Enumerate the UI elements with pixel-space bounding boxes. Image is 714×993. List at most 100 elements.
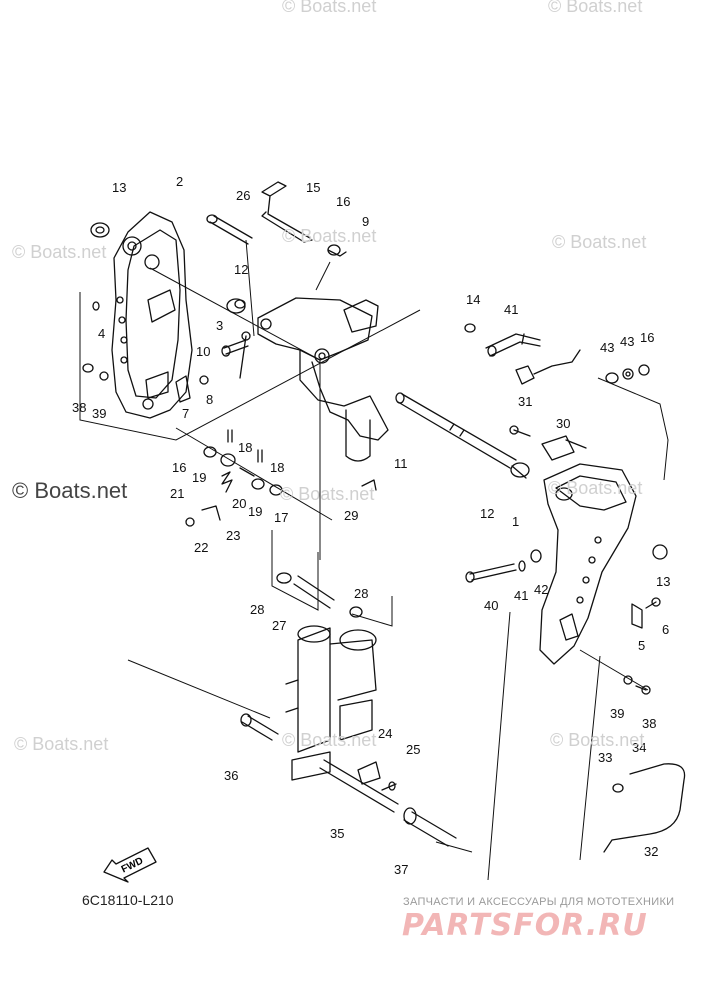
callout-22: 22 bbox=[194, 540, 208, 555]
callout-39: 39 bbox=[92, 406, 106, 421]
callout-12: 12 bbox=[234, 262, 248, 277]
callout-1: 1 bbox=[512, 514, 519, 529]
part-3 bbox=[239, 331, 251, 379]
callout-7: 7 bbox=[182, 406, 189, 421]
watermark: © Boats.net bbox=[280, 484, 375, 504]
left-clamp-bracket bbox=[111, 211, 193, 419]
washer-41 bbox=[605, 372, 619, 384]
watermark: © Boats.net bbox=[14, 734, 109, 754]
callout-43: 43 bbox=[620, 334, 634, 349]
callout-14: 14 bbox=[466, 292, 480, 307]
callout-24: 24 bbox=[378, 726, 392, 741]
callout-16: 16 bbox=[172, 460, 186, 475]
spring-21 bbox=[221, 471, 233, 493]
pin-18b bbox=[257, 449, 263, 463]
watermark: © Boats.net bbox=[548, 0, 643, 16]
callout-18: 18 bbox=[238, 440, 252, 455]
callout-37: 37 bbox=[394, 862, 408, 877]
bushing-12 bbox=[226, 298, 246, 314]
nut-43b bbox=[638, 364, 650, 376]
bolt-16-right bbox=[464, 323, 476, 333]
callout-16: 16 bbox=[640, 330, 654, 345]
callout-42: 42 bbox=[534, 582, 548, 597]
shop-tagline: ЗАПЧАСТИ И АКСЕССУАРЫ ДЛЯ МОТОТЕХНИКИ bbox=[403, 896, 675, 908]
tilt-trim-unit bbox=[285, 625, 377, 781]
swivel-bracket-9 bbox=[257, 297, 389, 462]
bolt-25 bbox=[381, 781, 397, 791]
tilt-tube-11 bbox=[395, 392, 517, 469]
callout-21: 21 bbox=[170, 486, 184, 501]
brand-logo: PARTSFOR.RU bbox=[402, 908, 648, 943]
lever-20 bbox=[239, 467, 255, 477]
bolt-6 bbox=[645, 597, 661, 609]
callout-17: 17 bbox=[274, 510, 288, 525]
callout-3: 3 bbox=[216, 318, 223, 333]
bracket-30 bbox=[541, 435, 587, 461]
bolt-38-right bbox=[635, 685, 651, 695]
callout-12: 12 bbox=[480, 506, 494, 521]
trim-sensor bbox=[515, 349, 581, 385]
washer-38-left bbox=[82, 363, 94, 373]
washer-39-left bbox=[99, 371, 109, 381]
watermark: © Boats.net bbox=[12, 242, 107, 262]
callout-19: 19 bbox=[192, 470, 206, 485]
nut-13-right bbox=[652, 544, 668, 560]
callout-13: 13 bbox=[656, 574, 670, 589]
bushing-16 bbox=[327, 244, 347, 257]
callout-29: 29 bbox=[344, 508, 358, 523]
bolt-4 bbox=[92, 301, 100, 311]
hose-34 bbox=[603, 763, 686, 853]
sleeve-36 bbox=[240, 713, 279, 741]
callout-9: 9 bbox=[362, 214, 369, 229]
callout-32: 32 bbox=[644, 844, 658, 859]
bolt-22 bbox=[185, 517, 195, 527]
callout-43: 43 bbox=[600, 340, 614, 355]
nut-13-left bbox=[90, 222, 110, 238]
callout-13: 13 bbox=[112, 180, 126, 195]
clamp-33 bbox=[612, 783, 624, 793]
watermark: © Boats.net bbox=[282, 730, 377, 750]
callout-5: 5 bbox=[638, 638, 645, 653]
bracket-23 bbox=[201, 505, 221, 521]
bushing-12-right bbox=[510, 462, 530, 479]
bolt-31 bbox=[509, 425, 531, 437]
diagram-code: 6C18110-L210 bbox=[82, 892, 174, 908]
bushing-19b bbox=[251, 478, 265, 490]
bushing-28b bbox=[349, 606, 363, 618]
watermark: © Boats.net bbox=[552, 232, 647, 252]
callout-40: 40 bbox=[484, 598, 498, 613]
arm-14 bbox=[485, 333, 541, 357]
callout-28: 28 bbox=[354, 586, 368, 601]
right-clamp-bracket bbox=[539, 463, 637, 665]
washer-41-right bbox=[518, 560, 526, 572]
callout-35: 35 bbox=[330, 826, 344, 841]
callout-26: 26 bbox=[236, 188, 250, 203]
rod-15 bbox=[261, 181, 313, 243]
clip-29 bbox=[361, 479, 377, 491]
callout-33: 33 bbox=[598, 750, 612, 765]
clip-5 bbox=[631, 603, 643, 629]
callout-34: 34 bbox=[632, 740, 646, 755]
callout-19: 19 bbox=[248, 504, 262, 519]
pin-18a bbox=[227, 429, 233, 443]
washer-42 bbox=[530, 549, 542, 563]
leader-lines bbox=[79, 239, 669, 881]
callout-16: 16 bbox=[336, 194, 350, 209]
callout-30: 30 bbox=[556, 416, 570, 431]
washer-43a bbox=[622, 368, 634, 380]
watermark: © Boats.net bbox=[282, 0, 377, 16]
watermark: © Boats.net bbox=[282, 226, 377, 246]
callout-25: 25 bbox=[406, 742, 420, 757]
callout-8: 8 bbox=[206, 392, 213, 407]
callout-10: 10 bbox=[196, 344, 210, 359]
bushing-28a bbox=[276, 572, 292, 584]
callout-36: 36 bbox=[224, 768, 238, 783]
bushing-19 bbox=[220, 453, 236, 467]
callout-11: 11 bbox=[394, 456, 408, 471]
shaft-35 bbox=[319, 759, 399, 813]
washer-39-right bbox=[623, 675, 633, 685]
callout-38: 38 bbox=[72, 400, 86, 415]
watermark: © Boats.net bbox=[548, 478, 643, 498]
